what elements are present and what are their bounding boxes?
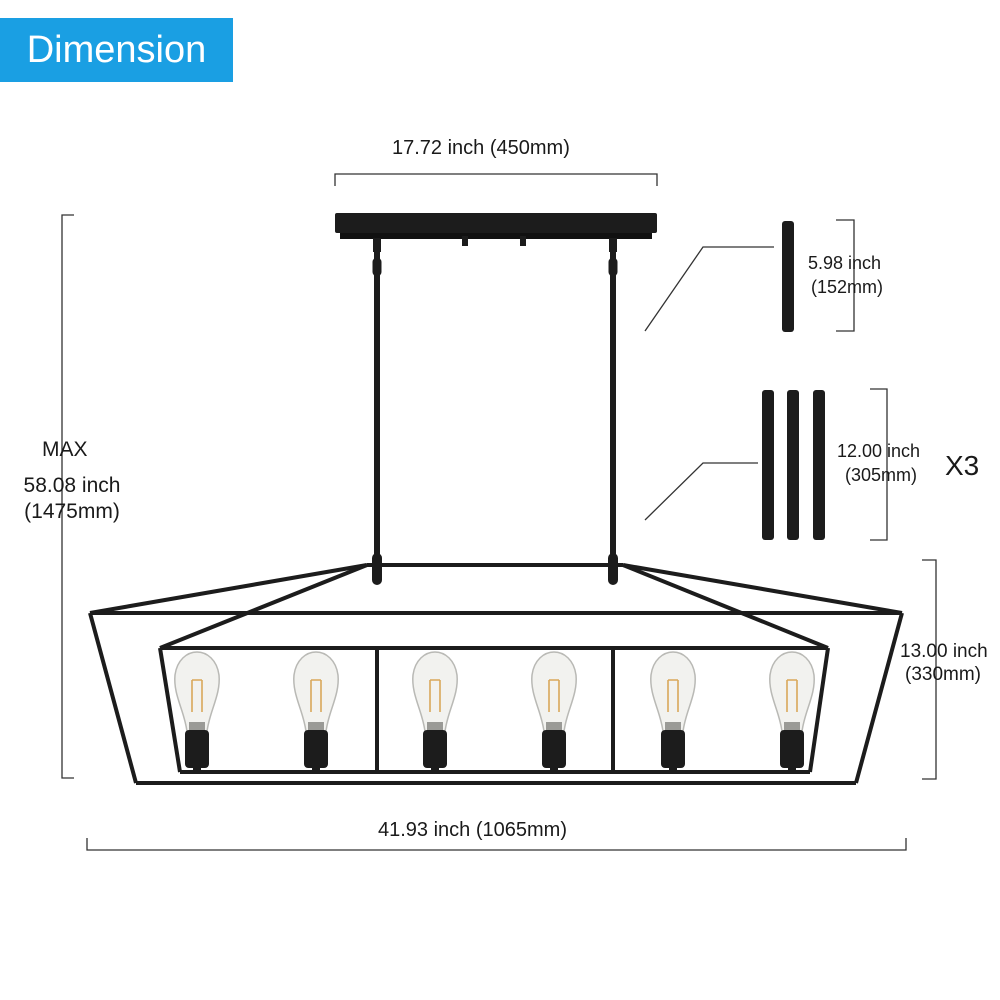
cage-height-bracket — [922, 559, 937, 780]
max-height-inch-label: 58.08 inch — [23, 474, 121, 497]
cage-height-mm-label: (330mm) — [905, 664, 982, 685]
socket-2 — [304, 730, 328, 768]
long-rod-bracket — [870, 388, 888, 541]
bulb-5 — [650, 651, 696, 774]
bulb-1 — [174, 651, 220, 774]
bulb-6 — [769, 651, 815, 774]
canopy-width-label: 17.72 inch (450mm) — [392, 137, 570, 159]
hanging-rods — [372, 247, 618, 772]
long-rod-mm-label: (305mm) — [845, 465, 918, 485]
short-rod-leader — [644, 246, 774, 332]
socket-6 — [780, 730, 804, 768]
short-rod-inch-label: 5.98 inch — [808, 253, 882, 273]
bulbs — [174, 651, 815, 774]
max-label: MAX — [42, 438, 88, 461]
socket-1 — [185, 730, 209, 768]
socket-4 — [542, 730, 566, 768]
max-height-mm-label: (1475mm) — [24, 500, 120, 523]
cage-frame — [88, 563, 904, 785]
socket-3 — [423, 730, 447, 768]
canopy — [335, 213, 657, 252]
extension-rods — [762, 221, 825, 540]
overall-width-label: 41.93 inch (1065mm) — [378, 819, 567, 841]
dimension-badge: Dimension — [0, 18, 233, 82]
bulb-2 — [293, 651, 339, 774]
short-rod-bracket — [836, 219, 855, 332]
bulb-4 — [531, 651, 577, 774]
overall-width-bracket — [86, 838, 907, 851]
max-height-bracket — [61, 214, 74, 779]
cage-height-inch-label: 13.00 inch — [900, 641, 988, 662]
bulb-3 — [412, 651, 458, 774]
long-rod-inch-label: 12.00 inch — [837, 441, 921, 461]
long-rod-qty-label: X3 — [945, 450, 980, 481]
short-rod-mm-label: (152mm) — [811, 277, 884, 297]
canopy-width-bracket — [334, 173, 658, 186]
long-rod-leader — [644, 462, 758, 521]
socket-5 — [661, 730, 685, 768]
